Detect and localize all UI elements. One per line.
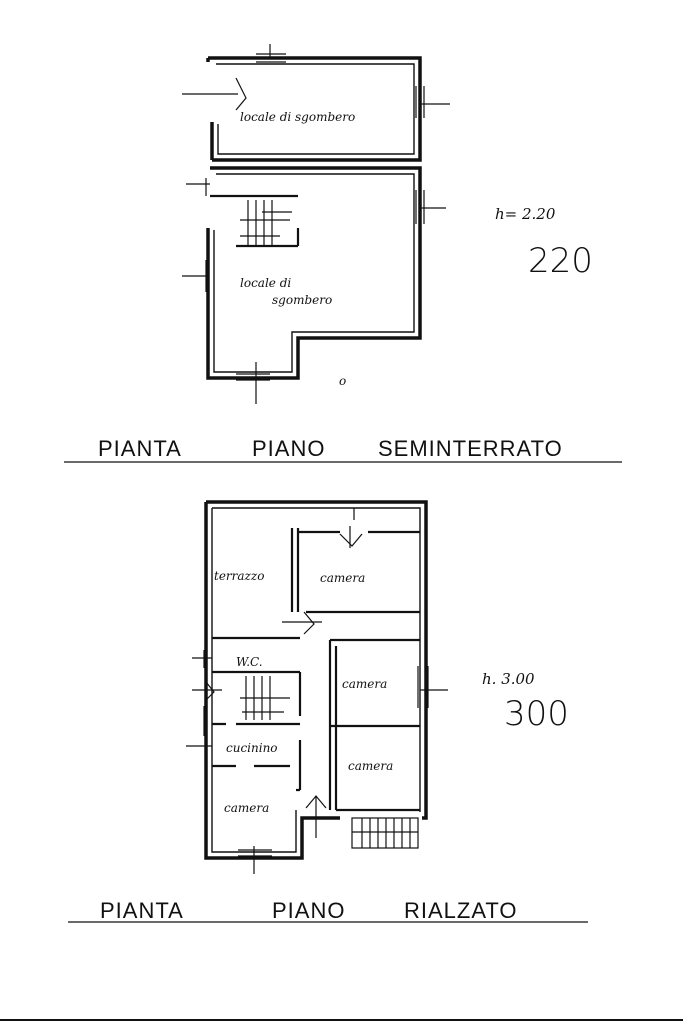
basement-section-lines	[182, 44, 450, 404]
ground-room-camera-top: camera	[320, 571, 365, 585]
basement-plan: locale di sgombero locale di sgombero h=…	[64, 44, 622, 463]
ground-room-camera-right: camera	[348, 759, 393, 773]
ground-room-camera-bottom: camera	[224, 801, 269, 815]
ground-room-camera-mid: camera	[342, 677, 387, 691]
ground-title-word-1: PIANTA	[100, 898, 184, 923]
ground-floor-plan: terrazzo camera W.C. camera cucinino cam…	[68, 500, 588, 923]
basement-title-word-2: PIANO	[252, 436, 325, 461]
basement-room-label-2b: sgombero	[272, 293, 332, 307]
basement-marker: o	[339, 374, 346, 388]
ground-room-wc: W.C.	[236, 655, 263, 669]
ground-room-terrazzo: terrazzo	[214, 569, 264, 583]
ground-wall-terrazzo	[212, 528, 420, 640]
basement-stairs	[240, 200, 292, 246]
ground-height-big: 300	[504, 694, 569, 734]
ground-outer-wall	[204, 500, 428, 860]
ground-title-word-2: PIANO	[272, 898, 345, 923]
ground-wall-right-rooms	[328, 638, 420, 812]
ground-stairs-entrance	[351, 817, 419, 849]
basement-outer-wall	[206, 56, 422, 380]
ground-height-small: h. 3.00	[482, 670, 535, 688]
basement-inner-wall	[213, 63, 415, 373]
ground-section-lines	[186, 508, 448, 874]
basement-height-small: h= 2.20	[495, 205, 556, 223]
basement-title-word-3: SEMINTERRATO	[378, 436, 563, 461]
basement-windows	[205, 53, 425, 381]
basement-height-big: 220	[528, 241, 593, 281]
ground-wall-left-rooms	[212, 670, 302, 792]
ground-room-cucinino: cucinino	[226, 741, 278, 755]
ground-windows	[203, 650, 429, 857]
basement-stair-wall	[210, 194, 300, 248]
basement-room-label-2a: locale di	[240, 276, 291, 290]
basement-room-label-1: locale di sgombero	[240, 110, 355, 124]
ground-title-word-3: RIALZATO	[404, 898, 518, 923]
basement-title-word-1: PIANTA	[98, 436, 182, 461]
ground-stairs-left	[240, 676, 290, 720]
